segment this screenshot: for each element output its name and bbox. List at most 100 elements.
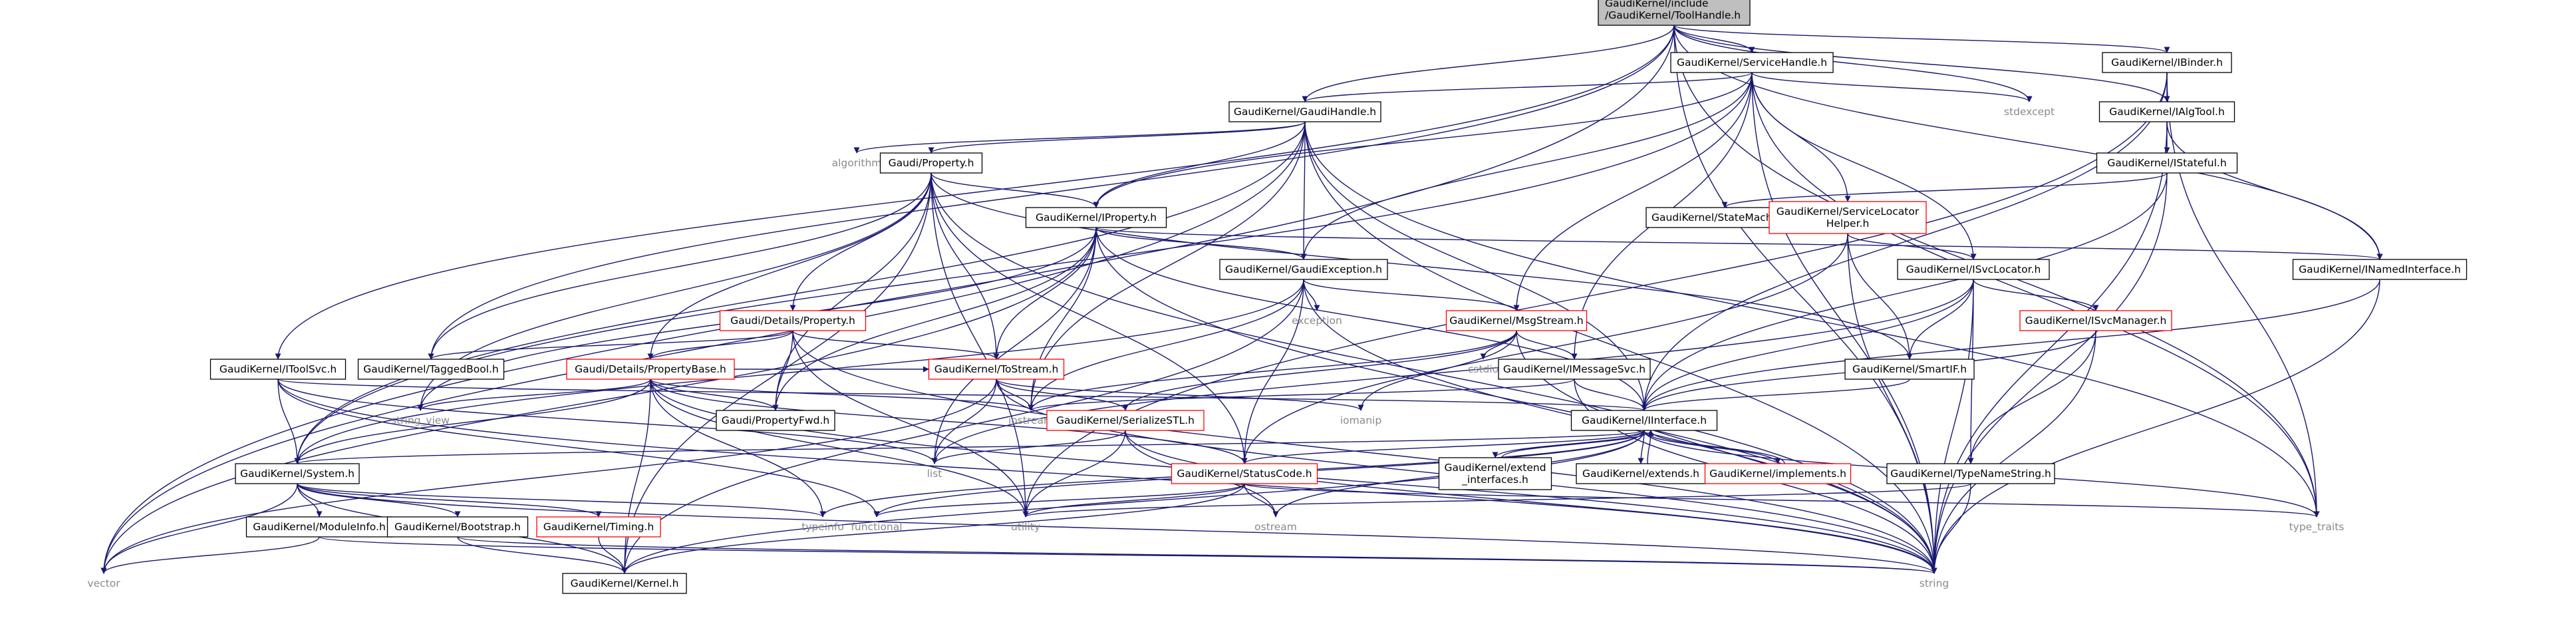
node-inamedinterface[interactable]: GaudiKernel/INamedInterface.h [2292,259,2468,280]
node-system[interactable]: GaudiKernel/System.h [235,463,360,484]
edge-iproperty-to-string [1095,227,1937,574]
node-istateful[interactable]: GaudiKernel/IStateful.h [2096,152,2238,174]
node-functional: functional [851,521,902,533]
node-box [1445,310,1588,331]
edge-propertybase-to-string_view [417,379,651,411]
node-label: ostream [1254,521,1297,533]
node-isvcmanager[interactable]: GaudiKernel/ISvcManager.h [2019,310,2172,331]
node-label: GaudiKernel/TypeNameString.h [1890,468,2051,480]
edge-statuscode-to-type_traits [1244,483,2319,518]
node-box [1844,359,1975,380]
node-taggedbool[interactable]: GaudiKernel/TaggedBool.h [357,359,505,380]
edge-ibinder-to-utility [1022,72,2168,518]
node-label: GaudiKernel/IStateful.h [2107,157,2226,169]
node-box [235,463,360,484]
node-detailsproperty[interactable]: Gaudi/Details/Property.h [719,310,867,331]
node-typeinfo: typeinfo [801,521,844,533]
dependency-nodes: GaudiKernel/include/GaudiKernel/ToolHand… [87,0,2468,594]
edge-itoolsvc-to-iinterface [277,379,1647,411]
node-propertybase[interactable]: Gaudi/Details/PropertyBase.h [566,359,735,380]
edge-servicehandle-to-iproperty [1093,72,1753,208]
edge-root-to-ibinder [1673,25,2170,53]
node-itoolsvc[interactable]: GaudiKernel/IToolSvc.h [210,359,347,380]
edge-istateful-to-iinterface [1641,172,2168,411]
node-box [1570,410,1718,431]
node-label: GaudiKernel/StateMachine.h [1651,212,1798,224]
edge-gaudihandle-to-algorithm [853,121,1306,154]
node-ialgtool[interactable]: GaudiKernel/IAlgTool.h [2098,101,2235,122]
edge-ibinder-to-type_traits [2166,72,2320,518]
edge-propertybase-to-kernel [621,379,651,574]
node-label: cstdio [1468,363,1499,375]
node-ibinder[interactable]: GaudiKernel/IBinder.h [2102,52,2232,73]
node-servicehandle[interactable]: GaudiKernel/ServiceHandle.h [1670,52,1834,73]
node-label: /GaudiKernel/ToolHandle.h [1605,9,1741,21]
node-msgstream[interactable]: GaudiKernel/MsgStream.h [1445,310,1588,331]
edge-gaudiproperty-to-propertybase [647,172,932,360]
node-list: list [927,468,942,480]
node-label: GaudiKernel/IInterface.h [1582,414,1707,426]
edge-propertybase-to-typeinfo [650,379,826,518]
node-implements[interactable]: GaudiKernel/implements.h [1704,463,1852,484]
node-kernel[interactable]: GaudiKernel/Kernel.h [562,573,687,594]
edge-inamedinterface-to-iinterface [1641,279,2380,411]
edge-servicehandle-to-isvclocator [1751,72,1977,260]
node-label: stdexcept [2004,106,2055,118]
node-gaudiproperty[interactable]: Gaudi/Property.h [879,152,983,174]
node-extendinterfaces[interactable]: GaudiKernel/extend_interfaces.h [1438,457,1552,490]
node-gaudihandle[interactable]: GaudiKernel/GaudiHandle.h [1228,101,1381,122]
edge-tostream-to-vector [100,379,997,574]
edge-gaudiexception-to-msgstream [1303,279,1520,311]
node-label: string_view [391,414,450,427]
edge-timing-to-kernel [598,536,628,574]
node-statuscode[interactable]: GaudiKernel/StatusCode.h [1171,463,1318,484]
node-vector: vector [87,577,120,589]
node-root[interactable]: GaudiKernel/include/GaudiKernel/ToolHand… [1598,0,1751,26]
edge-tostream-to-iomanip [996,379,1364,411]
node-box [2019,310,2172,331]
edge-propertybase-to-system [294,379,651,464]
node-timing[interactable]: GaudiKernel/Timing.h [536,516,661,538]
edge-statuscode-to-functional [873,483,1245,518]
edge-iproperty-to-propertyfwd [772,227,1097,411]
node-serializestl[interactable]: GaudiKernel/SerializeSTL.h [1046,410,1205,431]
node-typenamestring[interactable]: GaudiKernel/TypeNameString.h [1886,463,2055,484]
edge-iinterface-to-extendinterfaces [1492,430,1645,458]
node-label: GaudiKernel/ServiceHandle.h [1677,57,1827,69]
node-label: GaudiKernel/IBinder.h [2111,57,2223,69]
edge-gaudihandle-to-type_traits [1304,121,2320,518]
edge-imessagesvc-to-iostream [1028,379,1575,411]
node-smartif[interactable]: GaudiKernel/SmartIF.h [1844,359,1975,380]
node-string: string [1920,577,1949,589]
node-iproperty[interactable]: GaudiKernel/IProperty.h [1025,207,1167,228]
node-iinterface[interactable]: GaudiKernel/IInterface.h [1570,410,1718,431]
edge-statuscode-to-ostream [1244,483,1279,518]
node-label: GaudiKernel/include [1605,0,1709,9]
node-box [1228,101,1381,122]
node-box [2098,101,2235,122]
node-bootstrap[interactable]: GaudiKernel/Bootstrap.h [386,516,529,538]
edge-gaudihandle-to-system [294,121,1306,464]
node-gaudiexception[interactable]: GaudiKernel/GaudiException.h [1219,259,1388,280]
edge-detailsproperty-to-string [792,330,1937,574]
node-propertyfwd[interactable]: Gaudi/PropertyFwd.h [716,410,835,431]
edge-detailsproperty-to-tostream [792,330,1000,360]
node-box [1438,457,1552,490]
edge-extendinterfaces-to-iinterface [1501,430,1654,458]
node-label: iostream [1008,414,1054,426]
node-extends[interactable]: GaudiKernel/extends.h [1576,463,1706,484]
edge-gaudihandle-to-iproperty [1093,121,1306,208]
edge-gaudiexception-to-kernel [621,279,1304,574]
node-label: GaudiKernel/MsgStream.h [1449,315,1584,327]
node-box [245,516,393,538]
node-moduleinfo[interactable]: GaudiKernel/ModuleInfo.h [245,516,393,538]
node-box [1886,463,2055,484]
edge-gaudiexception-to-iostream [1028,279,1304,411]
node-isvclocator[interactable]: GaudiKernel/ISvcLocator.h [1897,259,2050,280]
node-tostream[interactable]: GaudiKernel/ToStream.h [928,359,1065,380]
edge-moduleinfo-to-vector [100,536,320,574]
edge-root-to-ialgtool [1673,25,2170,102]
node-imessagesvc[interactable]: GaudiKernel/IMessageSvc.h [1498,359,1651,380]
